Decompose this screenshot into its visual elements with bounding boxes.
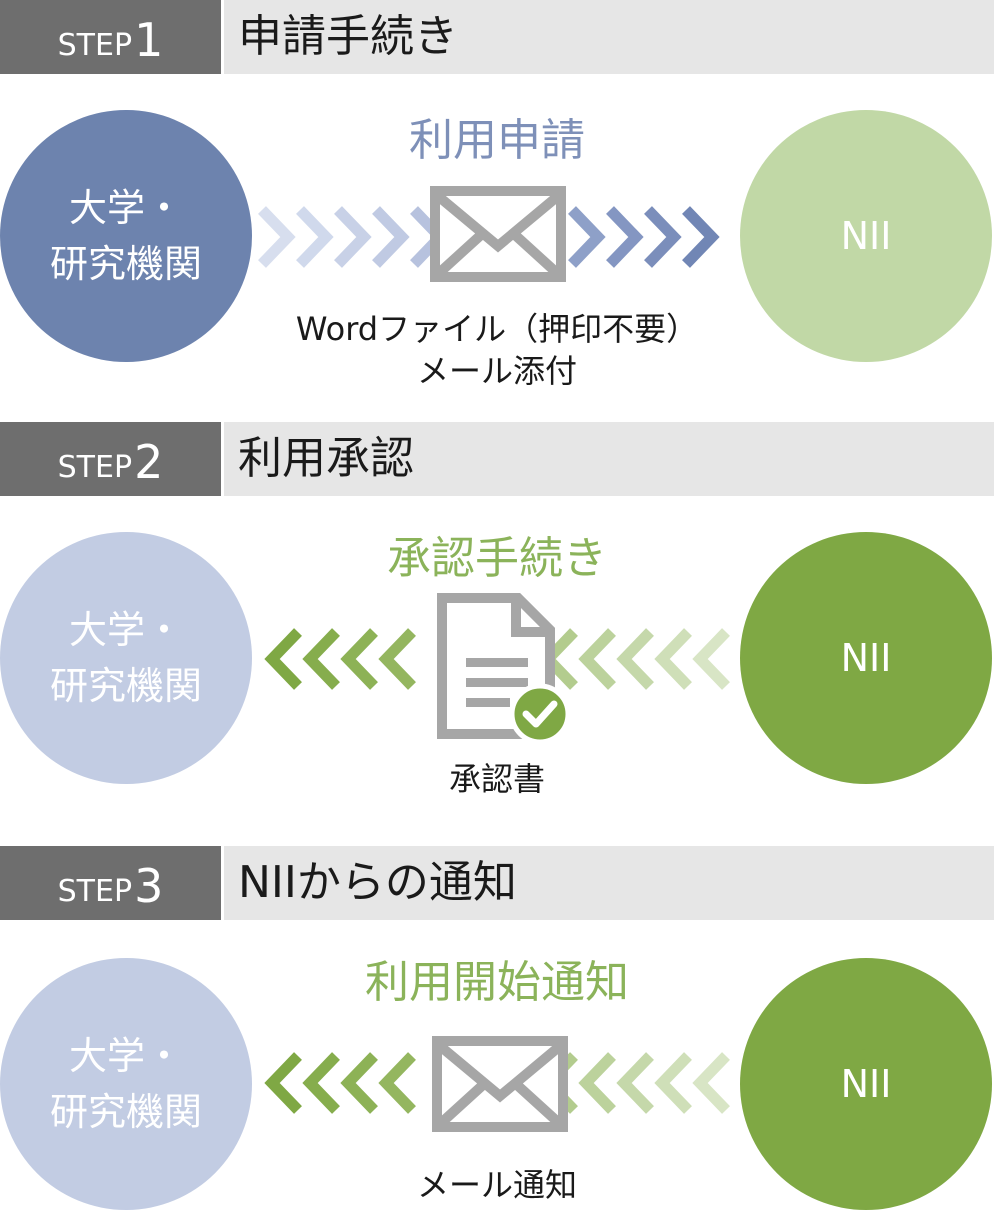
step1-number: 1 xyxy=(134,13,164,67)
step3-right-entity: NII xyxy=(840,1062,892,1106)
step1-title: 利用申請 xyxy=(409,115,585,166)
step1-right-entity: NII xyxy=(840,214,892,258)
step3-title: 利用開始通知 xyxy=(365,957,629,1008)
step2-arrows-left xyxy=(264,628,730,690)
step1-prefix: STEP xyxy=(57,28,133,63)
step2-caption: 承認書 xyxy=(448,760,545,798)
step3-left-entity: 大学・ 研究機関 xyxy=(49,1034,202,1134)
step3-heading: NIIからの通知 xyxy=(224,846,994,920)
envelope-icon xyxy=(430,186,566,282)
step3-caption: メール通知 xyxy=(416,1166,577,1204)
step2-left-entity: 大学・ 研究機関 xyxy=(49,608,202,708)
step2-right-circle: NII xyxy=(740,532,992,784)
step1-right-circle: NII xyxy=(740,110,992,362)
step1-caption: Wordファイル（押印不要） メール添付 xyxy=(295,310,699,390)
step2-prefix: STEP xyxy=(57,450,133,485)
step3-left-circle: 大学・ 研究機関 xyxy=(0,958,252,1210)
step2-number: 2 xyxy=(134,435,164,489)
approved-document-icon xyxy=(437,593,571,742)
step3-prefix: STEP xyxy=(57,874,133,909)
step2-right-entity: NII xyxy=(840,636,892,680)
envelope-icon xyxy=(432,1036,568,1132)
step1-heading: 申請手続き xyxy=(224,0,994,74)
step2-left-circle: 大学・ 研究機関 xyxy=(0,532,252,784)
step2-title: 承認手続き xyxy=(387,533,607,584)
step3-number: 3 xyxy=(134,859,164,913)
step1-left-circle: 大学・ 研究機関 xyxy=(0,110,252,362)
step2-heading: 利用承認 xyxy=(224,422,994,496)
step3-right-circle: NII xyxy=(740,958,992,1210)
step1-left-entity: 大学・ 研究機関 xyxy=(49,186,202,286)
